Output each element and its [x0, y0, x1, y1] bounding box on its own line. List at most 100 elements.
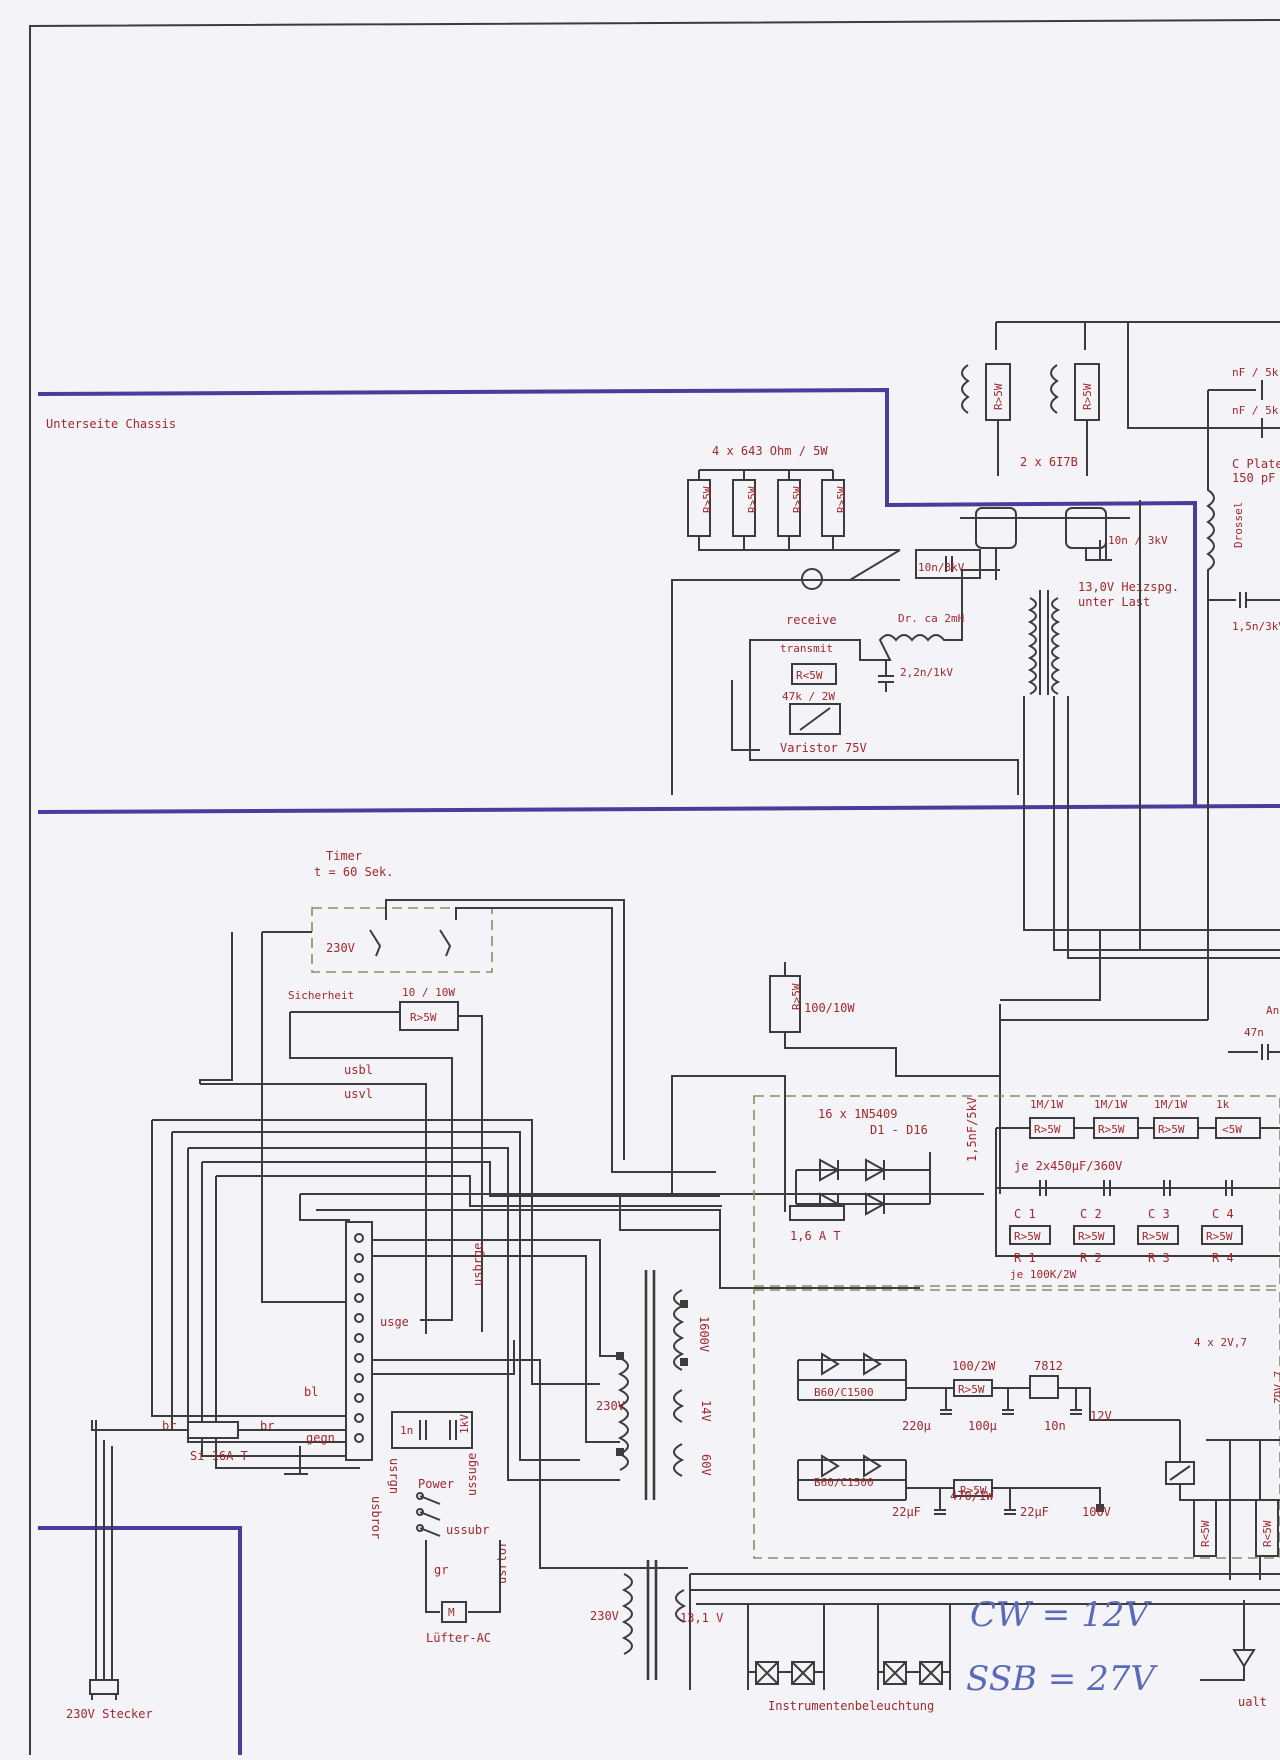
transformer-1600: 1600V: [697, 1316, 711, 1352]
bridge-2-label: B60/C1500: [814, 1476, 874, 1489]
zener-label: 4 x 2V,7: [1194, 1336, 1247, 1349]
varistor: [789, 703, 841, 735]
timer-sub-label: t = 60 Sek.: [314, 865, 393, 879]
tube-label: 2 x 6I7B: [1020, 455, 1078, 469]
heater-label: 13,0V Heizspg.: [1078, 580, 1179, 594]
wire-usrgn: usrgn: [387, 1458, 401, 1494]
hv-bridge: [795, 1152, 931, 1216]
lv-r1-value: R>5W: [958, 1383, 985, 1396]
res-r2-value: R>5W: [1078, 1230, 1105, 1243]
res-r1-value: R>5W: [1014, 1230, 1041, 1243]
right-bus: [1000, 500, 1141, 1001]
wire-ussuge: ussuge: [465, 1453, 479, 1496]
out-100v-label: 100V: [1082, 1505, 1111, 1519]
main-transformer: [616, 1270, 688, 1500]
regulator-label: 7812: [1034, 1359, 1063, 1373]
cap-22a-label: 22µF: [892, 1505, 921, 1519]
cap-220-label: 220µ: [902, 1419, 931, 1433]
region-label: Unterseite Chassis: [46, 417, 176, 431]
array-r4-label: R>5W: [835, 486, 848, 513]
plug-label: 230V Stecker: [66, 1707, 153, 1721]
bias-47k-label: 47k / 2W: [782, 690, 835, 703]
cap-c4: C 4: [1212, 1207, 1234, 1221]
lv-r1-label: 100/2W: [952, 1359, 996, 1373]
cap-c3: C 3: [1148, 1207, 1170, 1221]
chassis-outline-bottom: [38, 1526, 242, 1755]
transformer-13v: 13,1 V: [680, 1611, 723, 1625]
transformer-primary: 230V: [596, 1399, 625, 1413]
lv-bridge-1: [797, 1352, 907, 1401]
cap-rx-label: 2,2n/1kV: [900, 666, 953, 679]
bleeder-chain: [995, 1117, 1280, 1200]
timer-box: [311, 907, 493, 973]
plate-resistors: [961, 321, 1280, 476]
timer-voltage-label: 230V: [326, 941, 355, 955]
mains-fuse: [91, 1420, 346, 1690]
wire-gr: gr: [434, 1563, 448, 1577]
timer-label: Timer: [326, 849, 362, 863]
filter-caps: [995, 1180, 1280, 1257]
line-cap-1: 1n: [400, 1424, 413, 1437]
cap-100-label: 100µ: [968, 1419, 997, 1433]
c-plate-value: 150 pF: [1232, 471, 1275, 485]
resistor-array-label: 4 x 643 Ohm / 5W: [712, 444, 828, 458]
wire-gegn: gegn: [306, 1431, 335, 1445]
array-r3-label: R>5W: [791, 486, 804, 513]
relay-resistor-1: [1193, 1499, 1217, 1557]
lv-supply-box: [753, 1289, 1280, 1559]
bridge-1-label: B60/C1500: [814, 1386, 874, 1399]
chain-r1: 1M/1W: [1030, 1098, 1063, 1111]
plate-r1-label: R>5W: [992, 383, 1005, 410]
heater-transformer: [1023, 590, 1280, 959]
cap-c2: C 2: [1080, 1207, 1102, 1221]
cap-c1: C 1: [1014, 1207, 1036, 1221]
coupling-caps: [915, 540, 1107, 579]
array-r1-label: R>5W: [701, 486, 714, 513]
wire-usge: usge: [380, 1315, 409, 1329]
res-r3-value: R>5W: [1142, 1230, 1169, 1243]
output-indicator: [1200, 1600, 1256, 1681]
resistor-array: [687, 469, 900, 551]
power-switch[interactable]: [416, 1492, 441, 1537]
output-network: [1206, 380, 1280, 1020]
chain-r3-value: R>5W: [1158, 1123, 1185, 1136]
res-r4-value: R>5W: [1206, 1230, 1233, 1243]
res-r4: R 4: [1212, 1251, 1234, 1265]
lamp-transformer: [621, 1560, 1280, 1690]
lv-r2-value: R>5W: [960, 1484, 987, 1497]
plate-cap-2-label: nF / 5k: [1232, 404, 1279, 417]
bias-resistor-label: R<5W: [796, 669, 823, 682]
terminal-strip: [345, 1221, 373, 1461]
line-caps: [391, 1411, 473, 1449]
output-cap-label: 1,5n/3kV: [1232, 620, 1280, 633]
lv-r2-label: 470/1W: [950, 1489, 994, 1503]
cap-10n-label: 10n: [1044, 1419, 1066, 1433]
plate-cap-1-label: nF / 5k: [1232, 366, 1279, 379]
page-border: [29, 19, 1280, 1755]
out-12v-label: 12V: [1090, 1409, 1112, 1423]
relay-receive-label: receive: [786, 613, 837, 627]
chassis-outline-mid: [37, 804, 1280, 814]
coupling-cap-b-label: 10n / 3kV: [1108, 534, 1168, 547]
instrument-lamps: [747, 1604, 951, 1690]
res-note: je 100K/2W: [1010, 1268, 1077, 1281]
chain-r1-value: R>5W: [1034, 1123, 1061, 1136]
transformer-60: 60V: [699, 1454, 713, 1476]
hv-fuse: [789, 1205, 845, 1221]
choke-label: Drossel: [1232, 502, 1245, 548]
safety-resistor: [399, 1001, 459, 1031]
hv-series-r-label: R>5W: [790, 983, 803, 1010]
hv-wiring: [560, 962, 1208, 1212]
c-plate-label: C Plate: [1232, 457, 1280, 471]
lamps-label: Instrumentenbeleuchtung: [768, 1699, 934, 1713]
wire-ussubr: ussubr: [446, 1523, 489, 1537]
power-switch-label: Power: [418, 1477, 454, 1491]
res-r1: R 1: [1014, 1251, 1036, 1265]
lv-bridge-2: [797, 1454, 907, 1501]
bottom-right-label: ualt: [1238, 1695, 1267, 1709]
transformer-primary-2: 230V: [590, 1609, 619, 1623]
cap-22b-label: 22µF: [1020, 1505, 1049, 1519]
mains-fuse-label: Si 16A T: [190, 1449, 248, 1463]
chassis-outline-top: [37, 387, 1197, 808]
